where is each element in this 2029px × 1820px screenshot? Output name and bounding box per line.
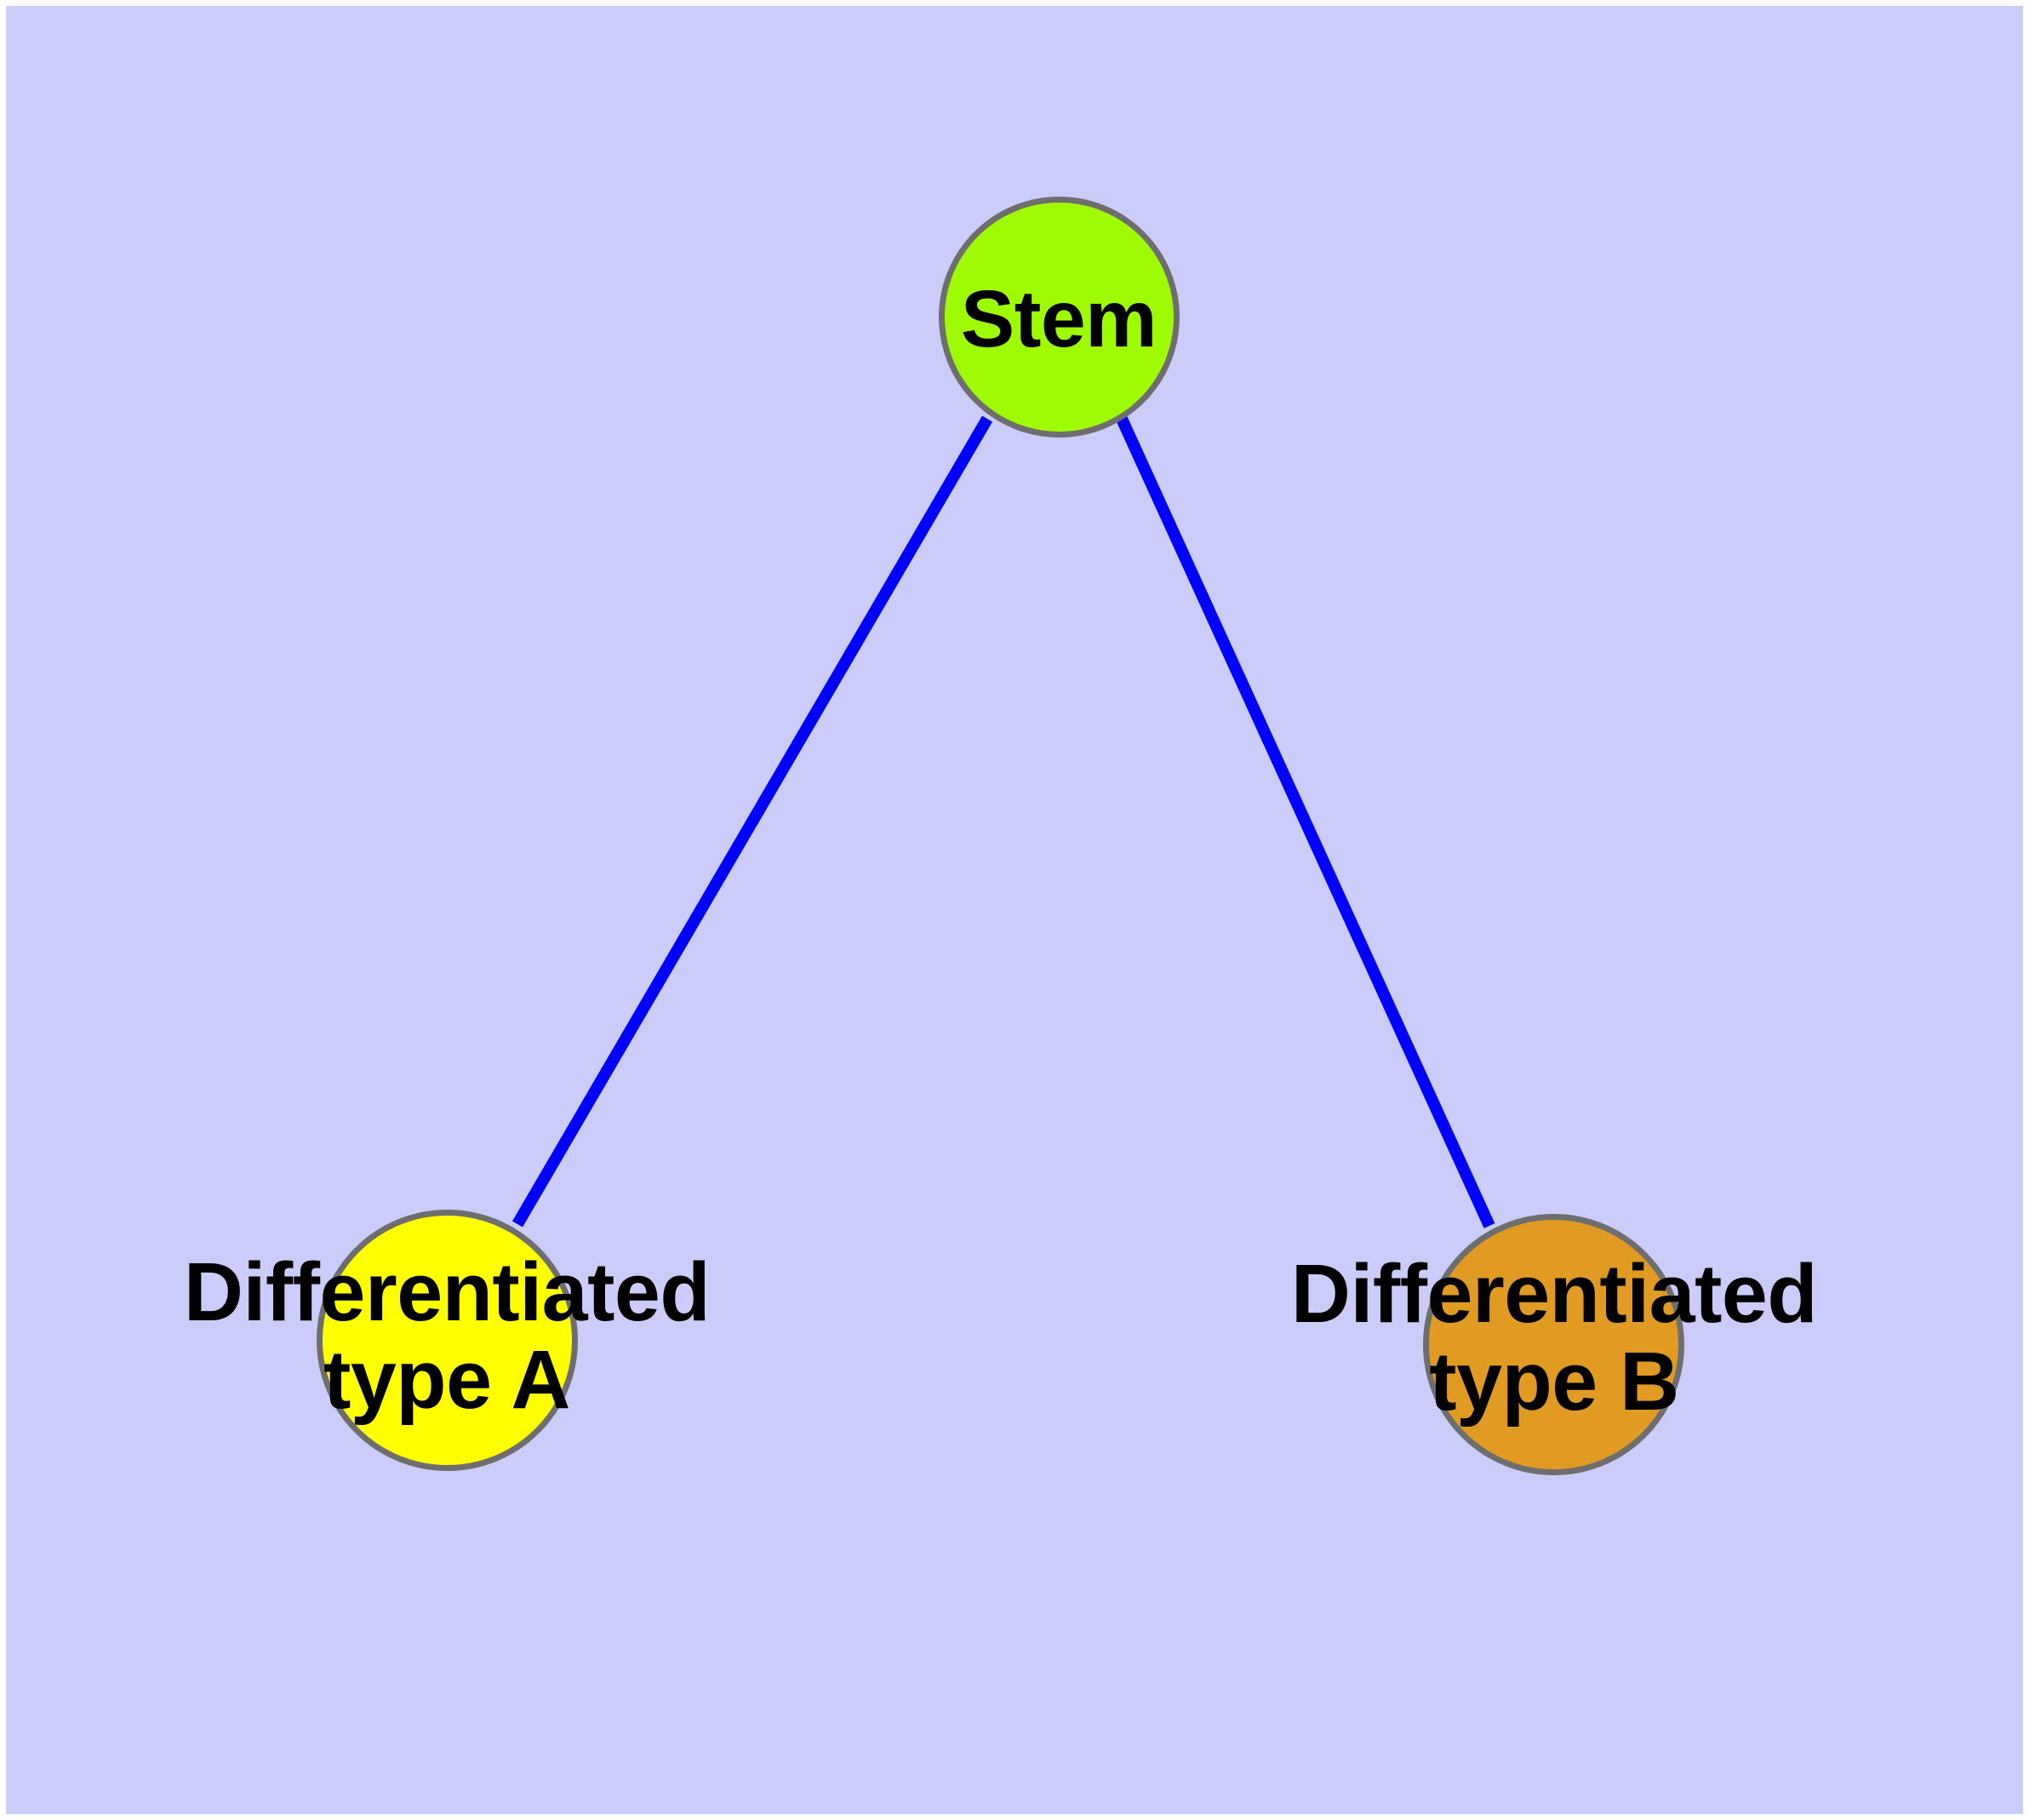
graph-plot-area: Stem Differentiated type A Differentiate…	[6, 6, 2023, 1814]
node-stem[interactable]	[939, 197, 1180, 438]
node-layer: Stem Differentiated type A Differentiate…	[6, 6, 2023, 1814]
node-differentiated-type-a[interactable]	[317, 1210, 578, 1471]
edge-stem-to-differentiated-type-a	[512, 415, 993, 1228]
edge-stem-to-differentiated-type-b	[1116, 416, 1495, 1228]
node-differentiated-type-b[interactable]	[1423, 1214, 1684, 1475]
edge-layer	[512, 415, 1495, 1228]
